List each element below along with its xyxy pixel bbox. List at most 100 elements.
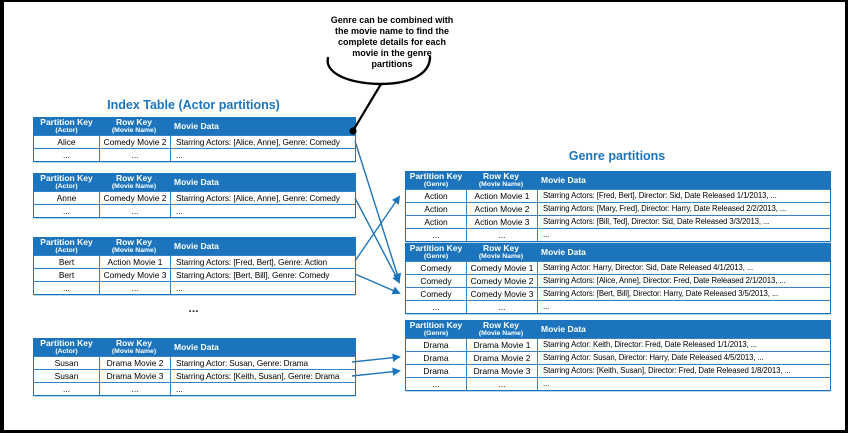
table-header: Partition Key(Actor) Row Key(Movie Name) M… (34, 118, 355, 135)
header-partition-key: Partition Key(Actor) (40, 117, 93, 134)
header-row-key: Row Key(Movie Name) (111, 117, 157, 134)
cell-partition-key: Bert (34, 269, 100, 281)
cell-row-key: Action Movie 1 (467, 190, 538, 202)
link-bert-to-action-movie-1 (354, 195, 401, 262)
header-movie-data: Movie Data (541, 324, 586, 335)
cell-movie-data: ... (176, 149, 183, 160)
link-susan-to-drama-movie-3 (351, 367, 401, 377)
actor-table-susan: Partition Key(Actor)Row Key(Movie Name)M… (33, 338, 356, 396)
table-row: ......... (34, 382, 355, 395)
cell-movie-data: Starring Actor: Susan, Director: Harry, … (543, 353, 764, 363)
link-anne-to-comedy-movie-2 (354, 197, 400, 284)
cell-row-key: Comedy Movie 2 (467, 275, 538, 287)
cell-partition-key: Bert (34, 256, 100, 268)
cell-movie-data: Starring Actors: [Fred, Bert], Genre: Ac… (176, 256, 328, 267)
cell-movie-data: ... (543, 379, 550, 389)
callout-leader-line (353, 83, 382, 130)
cell-partition-key: Action (406, 203, 467, 215)
cell-partition-key: Action (406, 190, 467, 202)
cell-row-key: ... (100, 282, 171, 294)
genre-table-comedy: Partition Key(Genre)Row Key(Movie Name)M… (405, 243, 831, 314)
header-partition-key: Partition Key(Genre) (409, 320, 463, 337)
cell-movie-data: Starring Actors: [Bert, Bill], Genre: Co… (176, 269, 330, 280)
cell-movie-data: ... (176, 205, 183, 216)
table-header: Partition Key(Actor) Row Key(Movie Name) M… (34, 174, 355, 191)
header-movie-data: Movie Data (541, 247, 586, 258)
header-partition-key: Partition Key(Genre) (409, 171, 463, 188)
cell-partition-key: Alice (34, 136, 100, 148)
cell-partition-key: ... (34, 383, 100, 395)
cell-movie-data: Starring Actor: Keith, Director: Fred, D… (543, 340, 757, 350)
header-row-key: Row Key(Movie Name) (478, 171, 524, 188)
cell-movie-data: ... (543, 302, 550, 312)
header-row-key: Row Key(Movie Name) (111, 173, 157, 190)
cell-row-key: ... (467, 378, 538, 390)
header-partition-key: Partition Key(Actor) (40, 237, 93, 254)
cell-row-key: ... (467, 301, 538, 313)
header-row-key: Row Key(Movie Name) (111, 237, 157, 254)
cell-row-key: Drama Movie 2 (100, 357, 171, 369)
table-row: ......... (34, 148, 355, 161)
cell-partition-key: ... (406, 301, 467, 313)
actor-table-alice: Partition Key(Actor) Row Key(Movie Name) M… (33, 117, 356, 162)
header-partition-key: Partition Key(Actor) (40, 173, 93, 190)
cell-partition-key: Drama (406, 339, 467, 351)
cell-row-key: Action Movie 3 (467, 216, 538, 228)
table-row: ......... (34, 281, 355, 294)
header-partition-key: Partition Key(Actor) (40, 338, 93, 355)
cell-partition-key: Susan (34, 370, 100, 382)
actor-table-bert: Partition Key(Actor) Row Key(Movie Name) M… (33, 237, 356, 295)
cell-row-key: ... (100, 149, 171, 161)
cell-movie-data: Starring Actor: Susan, Genre: Drama (176, 357, 309, 368)
cell-movie-data: ... (543, 230, 550, 240)
table-row: ......... (406, 228, 830, 241)
cell-partition-key: Comedy (406, 275, 467, 287)
cell-partition-key: Action (406, 216, 467, 228)
callout-note: Genre can be combined with the movie nam… (330, 15, 454, 69)
table-header: Partition Key(Genre) Row Key(Movie Name) M… (406, 321, 830, 338)
cell-partition-key: Anne (34, 192, 100, 204)
cell-partition-key: ... (406, 229, 467, 241)
header-movie-data: Movie Data (174, 177, 219, 188)
cell-row-key: Action Movie 2 (467, 203, 538, 215)
cell-row-key: Drama Movie 2 (467, 352, 538, 364)
cell-movie-data: ... (176, 383, 183, 394)
cell-row-key: Action Movie 1 (100, 256, 171, 268)
cell-movie-data: Starring Actor: Harry, Director: Sid, Da… (543, 263, 754, 273)
table-row: ......... (406, 377, 830, 390)
index-table-title: Index Table (Actor partitions) (107, 98, 280, 112)
cell-partition-key: Comedy (406, 288, 467, 300)
cell-row-key: Comedy Movie 2 (100, 136, 171, 148)
header-movie-data: Movie Data (174, 121, 219, 132)
table-header: Partition Key(Genre)Row Key(Movie Name)M… (406, 172, 830, 189)
actor-table-anne: Partition Key(Actor) Row Key(Movie Name) M… (33, 173, 356, 218)
table-header: Partition Key(Genre)Row Key(Movie Name)M… (406, 244, 830, 261)
cell-movie-data: Starring Actors: [Keith, Susan], Genre: … (176, 370, 340, 381)
table-header: Partition Key(Actor)Row Key(Movie Name)M… (34, 339, 355, 356)
table-row: ......... (34, 204, 355, 217)
header-movie-data: Movie Data (174, 241, 219, 252)
table-row: ......... (406, 300, 830, 313)
cell-movie-data: Starring Actors: [Bert, Bill], Director:… (543, 289, 779, 299)
cell-row-key: ... (467, 229, 538, 241)
cell-movie-data: Starring Actors: [Mary, Fred], Director:… (543, 204, 787, 214)
header-row-key: Row Key(Movie Name) (478, 320, 524, 337)
cell-row-key: Comedy Movie 2 (100, 192, 171, 204)
cell-movie-data: Starring Actors: [Keith, Susan], Directo… (543, 366, 791, 376)
genre-partitions-title: Genre partitions (568, 149, 666, 163)
cell-row-key: ... (100, 383, 171, 395)
cell-row-key: Drama Movie 3 (467, 365, 538, 377)
